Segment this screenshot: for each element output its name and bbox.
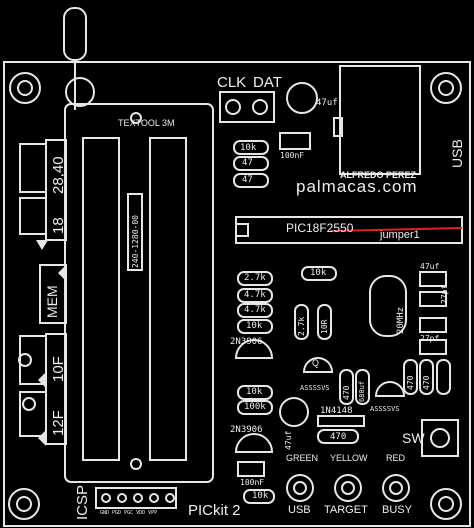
capacitor-47uf-top (286, 82, 318, 114)
sw-28-40-label: 28,40 (50, 156, 67, 194)
r-2k7-a-label: 2.7k (244, 273, 266, 283)
r-47-b-label: 47 (242, 175, 253, 185)
transistor-q-b (374, 381, 406, 397)
diode-1n4148 (317, 415, 365, 427)
transistor-2n3906-a (234, 339, 274, 359)
cap-47uf-top-label: 47uf (316, 98, 338, 108)
diode-label: 1N4148 (320, 406, 353, 416)
chip-label: PIC18F2550 (286, 221, 354, 235)
transistor-2n3906-b (234, 433, 274, 453)
r-10k-d-label: 10k (246, 387, 263, 397)
led-green-label: GREEN (286, 453, 319, 463)
switch-label: SW (402, 430, 425, 446)
led-busy (382, 474, 410, 502)
usb-connector (339, 65, 421, 175)
mount-hole-br (430, 488, 462, 520)
r-680uf-label: 680uf (358, 380, 366, 402)
r-4k7-b-label: 4.7k (244, 305, 266, 315)
cap-47uf-r-label: 47uf (420, 262, 440, 271)
icsp-label: ICSP (74, 484, 91, 520)
led-busy-label: BUSY (382, 504, 412, 516)
cap-100nf-b-label: 100nF (240, 478, 265, 487)
sw-12f-label: 12F (50, 410, 67, 436)
r-10r-label: 10R (320, 319, 329, 334)
r-470-b-label: 470 (406, 375, 415, 390)
arrow-left-icon-10f (38, 372, 46, 388)
zif-lever-handle (63, 7, 87, 61)
board-name-label: PICkit 2 (188, 502, 241, 519)
red-strike-line (329, 227, 463, 232)
clk-label: CLK (217, 74, 247, 91)
r-10k-b-label: 10k (246, 321, 263, 331)
capacitor-47uf-low (279, 397, 309, 427)
cap-27pf-b-label: 27pf (420, 334, 440, 343)
transistor-q-a (302, 357, 334, 373)
icsp-header (95, 487, 177, 509)
zif-lever-pivot (65, 77, 95, 107)
cap-100nf-a-label: 100nF (280, 151, 305, 160)
r-47-a-label: 47 (242, 158, 253, 168)
led-target-label: TARGET (324, 504, 368, 516)
zif-part-label: 240-1280-00 (131, 215, 140, 268)
sw-18-label: 18 (50, 217, 67, 234)
led-usb-label: USB (288, 504, 311, 516)
r-100k-label: 100k (244, 402, 266, 412)
arrow-left-icon-12f (38, 430, 46, 446)
mount-hole-bl (8, 488, 40, 520)
led-usb (286, 474, 314, 502)
mem-box (39, 264, 67, 324)
zif-socket-outline (64, 103, 214, 483)
crystal-label: 20MHz (396, 306, 406, 334)
sss-a-label: ASSSSVS (300, 384, 330, 392)
tr-2n3906-b-label: 2N3906 (230, 425, 263, 435)
zif-pin-row-right (149, 137, 187, 461)
tr-2n3906-a-label: 2N3906 (230, 337, 263, 347)
dat-label: DAT (253, 74, 282, 91)
reset-switch (421, 419, 459, 457)
mem-label: MEM (44, 285, 60, 318)
r-4k7-a-label: 4.7k (244, 290, 266, 300)
arrow-left-icon-mem (58, 265, 66, 281)
led-yellow-label: YELLOW (330, 453, 368, 463)
cap-47uf-low-label: 47uf (284, 430, 293, 450)
mount-hole-tl (9, 72, 41, 104)
crystal-20mhz (369, 275, 407, 337)
sss-b-label: ASSSSVS (370, 405, 400, 413)
author-label: ALFREDO PEREZ (340, 170, 417, 180)
r-10k-a-label: 10k (240, 143, 257, 153)
r-10k-c-label: 10k (310, 268, 327, 278)
r-470-c-label: 470 (422, 375, 431, 390)
site-label: palmacas.com (296, 177, 418, 196)
jumper-label: jumper1 (380, 229, 420, 241)
icsp-pins-label: GND PGD PGC VDD VPP (100, 510, 158, 516)
arrow-down-icon (36, 240, 48, 250)
zif-brand-label: TEXTOOL 3M (118, 118, 175, 128)
jumper-28-40 (19, 143, 47, 193)
clk-dat-header (219, 91, 275, 123)
r-2k7-b-label: 2.7k (297, 316, 306, 336)
led-red-label: RED (386, 453, 406, 463)
mount-hole-tr (430, 72, 462, 104)
sw-10f-label: 10F (50, 356, 67, 382)
cap-27pf-a-label: 27pf (440, 284, 449, 304)
board-outline (3, 61, 471, 527)
jumper-18 (19, 197, 47, 235)
resistor-group (233, 140, 451, 504)
transistor-q-label: Q (312, 358, 320, 368)
r-470-a-label: 470 (342, 385, 351, 400)
r-10k-e-label: 10k (252, 491, 269, 501)
led-target (334, 474, 362, 502)
r-470-d-label: 470 (330, 432, 347, 442)
usb-label: USB (449, 139, 465, 168)
zif-pin-row-left (82, 137, 120, 461)
